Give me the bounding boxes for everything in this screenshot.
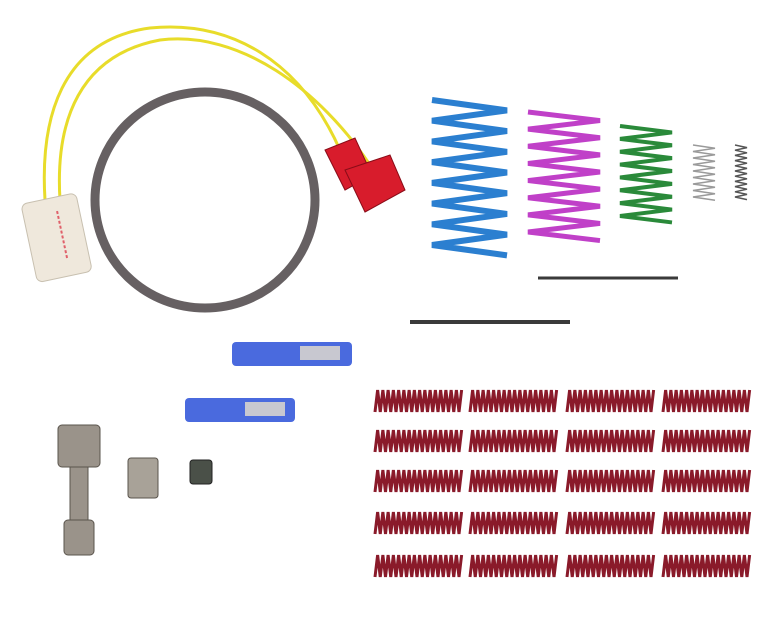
red-spring [661,511,752,535]
blue-spring [431,97,508,259]
drill-bits [410,276,678,324]
red-spring [373,554,464,578]
red-spring [373,389,464,413]
red-spring [565,389,656,413]
red-spring [565,554,656,578]
red-spring [468,429,559,453]
red-spring [373,469,464,493]
splice-connector-2 [185,398,295,422]
red-terminals [324,137,406,213]
red-spring [565,429,656,453]
red-spring-grid [373,389,752,578]
red-spring [565,511,656,535]
red-spring [468,554,559,578]
check-ball-plug [189,459,213,485]
valve-sleeve [127,457,159,499]
red-spring [661,429,752,453]
red-spring [373,429,464,453]
red-spring [373,511,464,535]
red-spring [468,389,559,413]
red-spring [661,554,752,578]
red-spring [468,511,559,535]
valve-piston [57,424,101,556]
red-spring [661,389,752,413]
valve-springs [431,97,748,259]
magenta-spring [527,109,601,244]
red-spring [661,469,752,493]
green-spring [619,124,673,225]
silver-spring-small [692,144,716,201]
red-spring [468,469,559,493]
wire-connector-plug [21,193,92,283]
splice-connector-1 [232,342,352,366]
red-spring [565,469,656,493]
silver-spring-tiny [734,144,748,201]
seal-ring [90,87,320,313]
wire-harness [42,25,372,201]
